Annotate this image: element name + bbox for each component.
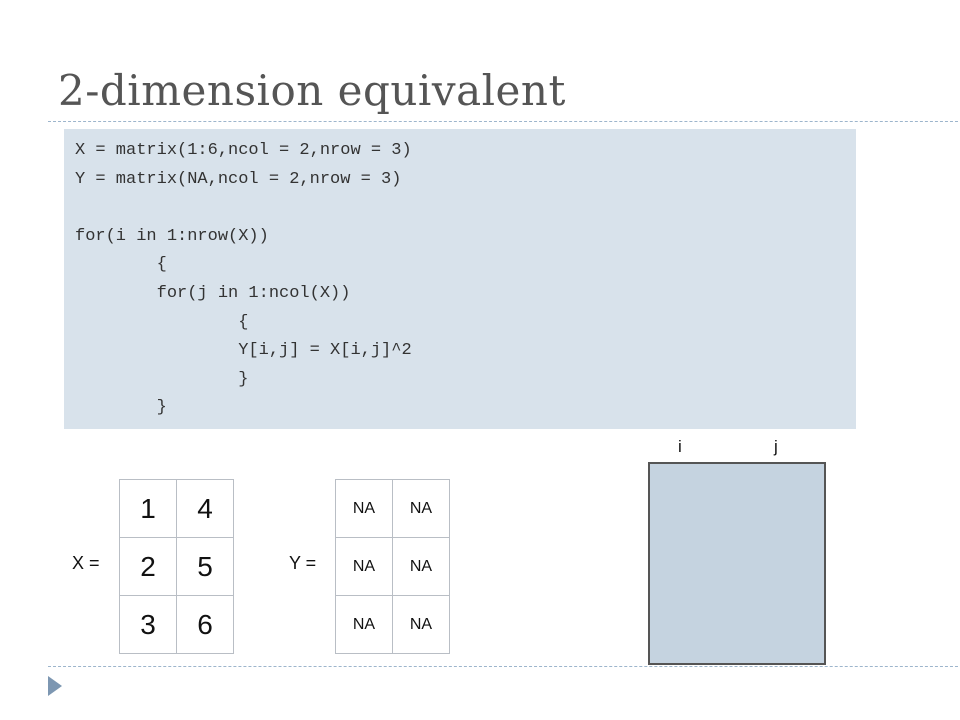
matrix-y-cell: NA [335, 537, 393, 596]
code-line: for(i in 1:nrow(X)) [75, 226, 269, 246]
code-listing: X = matrix(1:6,ncol = 2,nrow = 3) Y = mat… [75, 137, 412, 423]
bullet-triangle-icon [48, 676, 62, 696]
divider-bottom [48, 666, 960, 667]
matrix-y-cell: NA [392, 537, 450, 596]
slide-title: 2-dimension equivalent [58, 66, 566, 115]
code-line: } [75, 398, 167, 418]
code-line: for(j in 1:ncol(X)) [75, 283, 351, 303]
code-line: Y[i,j] = X[i,j]^2 [75, 341, 412, 361]
matrix-x: 1 4 2 5 3 6 [119, 479, 234, 654]
index-i-label: i [678, 437, 682, 456]
matrix-y-cell: NA [335, 595, 393, 654]
matrix-x-cell: 6 [176, 595, 234, 654]
matrix-x-cell: 3 [119, 595, 177, 654]
matrix-x-cell: 5 [176, 537, 234, 596]
matrix-x-label: X = [72, 553, 100, 573]
matrix-y-cell: NA [392, 595, 450, 654]
code-line [75, 194, 412, 223]
code-line: { [75, 255, 167, 275]
matrix-y-label: Y = [289, 553, 317, 573]
index-j-label: j [774, 437, 778, 456]
loop-highlight-box [648, 462, 826, 665]
code-line: } [75, 369, 249, 389]
matrix-x-cell: 1 [119, 479, 177, 538]
matrix-y: NA NA NA NA NA NA [335, 479, 450, 654]
matrix-x-cell: 2 [119, 537, 177, 596]
code-block: X = matrix(1:6,ncol = 2,nrow = 3) Y = mat… [64, 129, 856, 429]
matrix-y-cell: NA [335, 479, 393, 538]
code-line: Y = matrix(NA,ncol = 2,nrow = 3) [75, 169, 402, 189]
matrix-x-cell: 4 [176, 479, 234, 538]
code-line: { [75, 312, 249, 332]
divider-top [48, 121, 960, 122]
code-line: X = matrix(1:6,ncol = 2,nrow = 3) [75, 141, 412, 160]
matrix-y-cell: NA [392, 479, 450, 538]
